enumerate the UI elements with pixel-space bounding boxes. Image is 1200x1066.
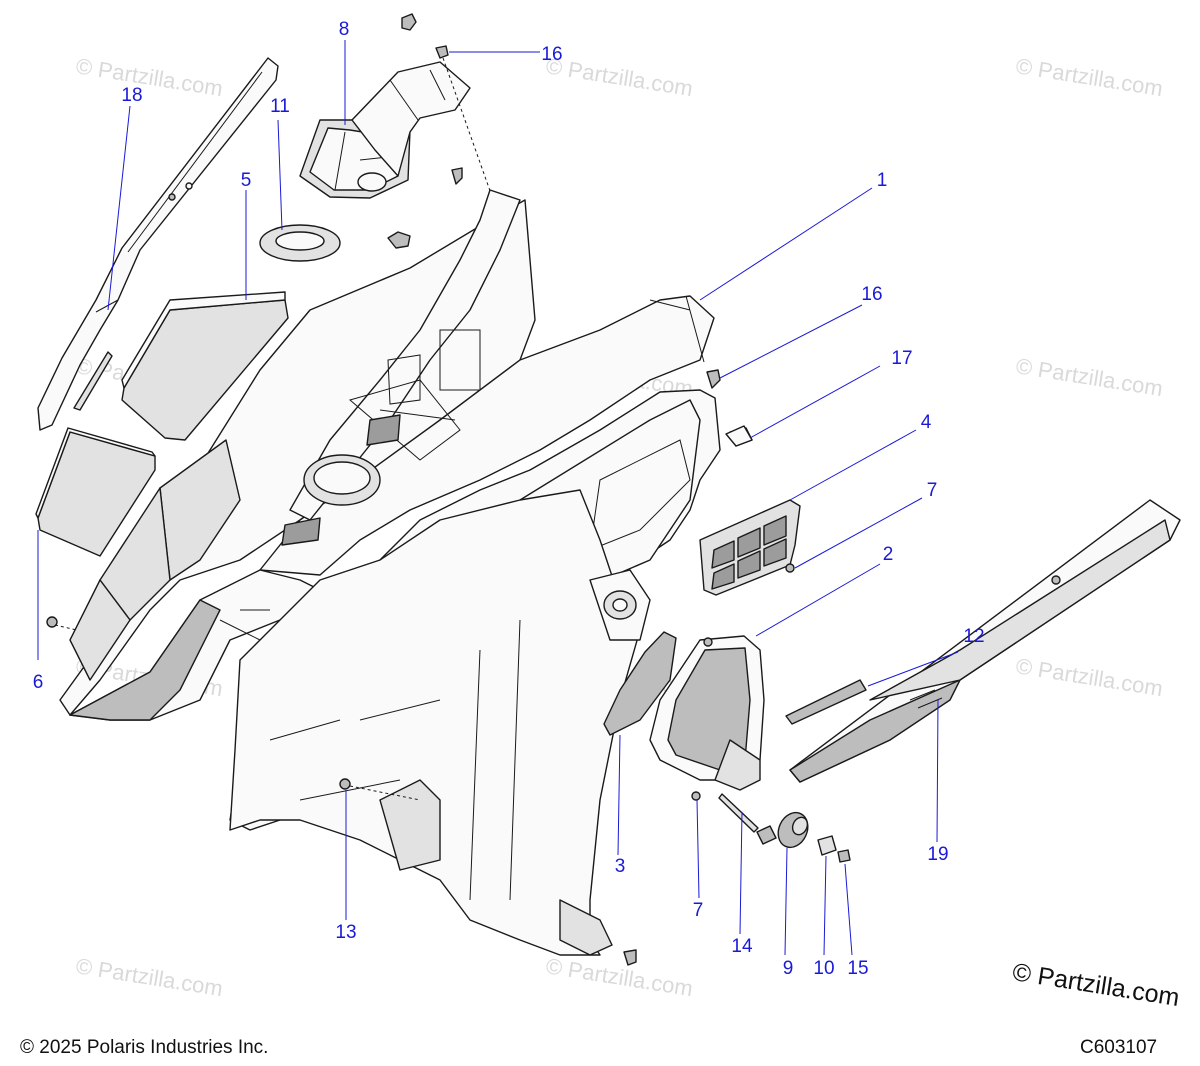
callout-2: 2	[883, 544, 894, 565]
part-2-vent-housing	[649, 635, 765, 791]
callout-8: 8	[339, 19, 350, 40]
callout-12: 12	[963, 626, 984, 647]
part-18-trim-strip	[37, 57, 279, 431]
callout-19: 19	[927, 844, 948, 865]
part-5-pad	[121, 291, 289, 441]
callout-10: 10	[813, 958, 834, 979]
part-3-small-panel	[603, 631, 677, 736]
watermark: © Partzilla.com	[74, 53, 224, 101]
part-17-clip	[725, 425, 753, 447]
callout-9: 9	[783, 958, 794, 979]
watermark: © Partzilla.com	[1014, 353, 1164, 401]
callout-4: 4	[921, 412, 932, 433]
callout-3: 3	[615, 856, 626, 877]
watermark: © Partzilla.com	[74, 953, 224, 1001]
mount-hardware-stack	[691, 791, 851, 863]
part-11-grommet	[259, 224, 341, 262]
watermark: © Partzilla.com	[544, 953, 694, 1001]
part-12-trim-strip	[785, 679, 867, 725]
callout-17: 17	[891, 348, 912, 369]
copyright-notice: © 2025 Polaris Industries Inc.	[20, 1037, 269, 1058]
diagram-code: C603107	[1080, 1037, 1158, 1058]
part-1-lower-body	[229, 489, 651, 956]
watermark: © Partzilla.com	[1014, 53, 1164, 101]
callout-11: 11	[270, 96, 290, 117]
callout-labels: 1 2 3 4 5 6 7 7 8 9 10 11 12 13 14 15 16…	[33, 19, 985, 979]
callout-15: 15	[847, 958, 868, 979]
watermark: © Partzilla.com	[544, 53, 694, 101]
callout-16-upper: 16	[541, 44, 562, 65]
part-6-pad	[35, 427, 156, 557]
callout-16-lower: 16	[861, 284, 882, 305]
callout-leaders	[37, 40, 959, 956]
callout-1: 1	[877, 170, 888, 191]
callout-13: 13	[335, 922, 356, 943]
part-19-side-panel	[789, 499, 1181, 783]
callout-5: 5	[241, 170, 252, 191]
watermark: © Partzilla.com	[1014, 653, 1164, 701]
callout-18: 18	[121, 85, 142, 106]
callout-7-upper: 7	[927, 480, 938, 501]
callout-6: 6	[33, 672, 44, 693]
callout-14: 14	[731, 936, 753, 957]
part-4-vent-grille	[699, 499, 801, 596]
callout-7-lower: 7	[693, 900, 704, 921]
